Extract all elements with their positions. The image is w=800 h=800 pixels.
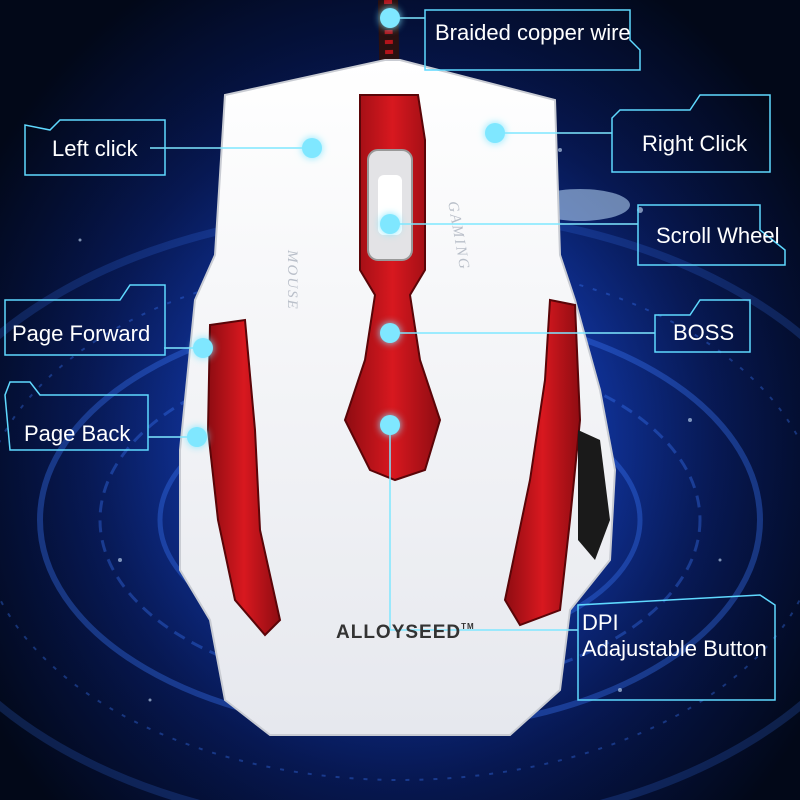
mouse-right-trim <box>503 298 582 627</box>
left-click-marker-dot <box>302 138 322 158</box>
dpi-marker-dot <box>380 415 400 435</box>
callout-dpi: DPI Adajustable Button <box>582 610 767 662</box>
callout-page-forward: Page Forward <box>12 321 151 346</box>
callout-dpi-line1: DPI <box>582 610 619 635</box>
callout-scroll-wheel: Scroll Wheel <box>656 223 780 248</box>
boss-marker-dot <box>380 323 400 343</box>
brand-logo: ALLOYSEEDTM <box>336 622 475 643</box>
page-back-marker-dot <box>187 427 207 447</box>
mouse-side-text-left: MOUSE <box>284 250 300 311</box>
callout-braided-wire: Braided copper wire <box>435 20 631 45</box>
callout-page-back: Page Back <box>24 421 131 446</box>
right-click-marker-dot <box>485 123 505 143</box>
wire-marker-dot <box>380 8 400 28</box>
callout-dpi-line2: Adajustable Button <box>582 636 767 661</box>
callout-left-click: Left click <box>52 136 138 161</box>
callout-boss: BOSS <box>673 320 735 345</box>
mouse-left-trim <box>206 318 282 637</box>
page-forward-marker-dot <box>193 338 213 358</box>
callout-right-click: Right Click <box>642 131 748 156</box>
scroll-wheel-marker-dot <box>380 214 400 234</box>
